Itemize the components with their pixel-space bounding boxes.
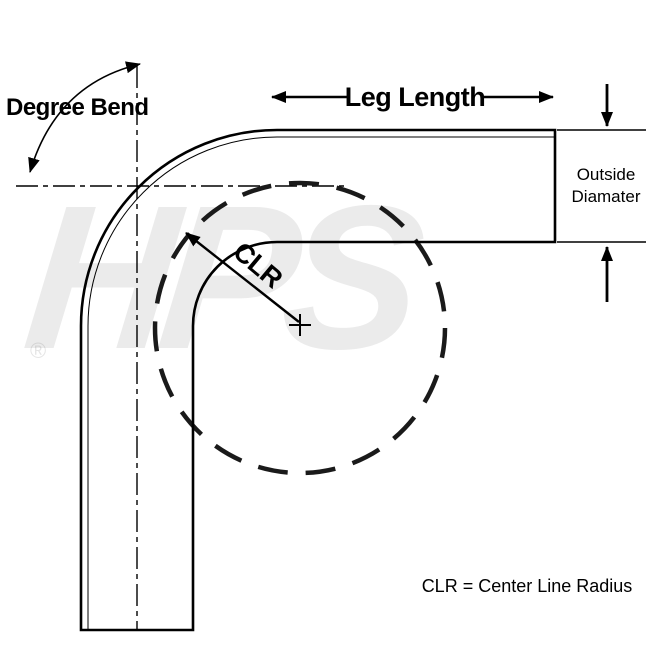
tube-wall-line <box>87 136 554 630</box>
outside-diameter-label-line1: Outside <box>577 165 636 184</box>
degree-bend-label: Degree Bend <box>6 94 149 121</box>
clr-note: CLR = Center Line Radius <box>422 576 633 596</box>
center-cross-icon <box>289 314 311 336</box>
clr-radius-arrow <box>185 232 300 323</box>
leg-length-label: Leg Length <box>345 82 485 112</box>
degree-bend-arc-arrow <box>28 61 141 173</box>
tube-outline <box>79 128 557 632</box>
registered-trademark-icon: ® <box>30 338 47 363</box>
outside-diameter-label-line2: Diamater <box>572 187 641 206</box>
clr-label: CLR <box>227 236 288 294</box>
centerline-radius-circle <box>152 180 448 476</box>
